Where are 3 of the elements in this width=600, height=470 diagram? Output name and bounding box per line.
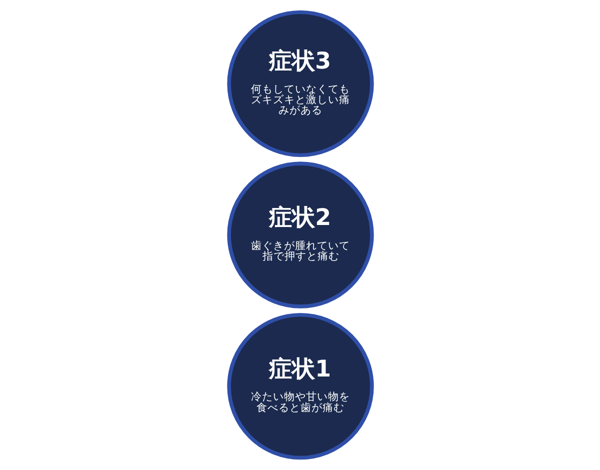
node-circle: 症状3 何もしていなくてもズキズキと激しい痛みがある	[226, 10, 374, 158]
node-circle: 症状1 冷たい物や甘い物を食べると歯が痛む	[226, 312, 374, 460]
node-circle: 症状2 歯ぐきが腫れていて指で押すと痛む	[226, 162, 374, 308]
